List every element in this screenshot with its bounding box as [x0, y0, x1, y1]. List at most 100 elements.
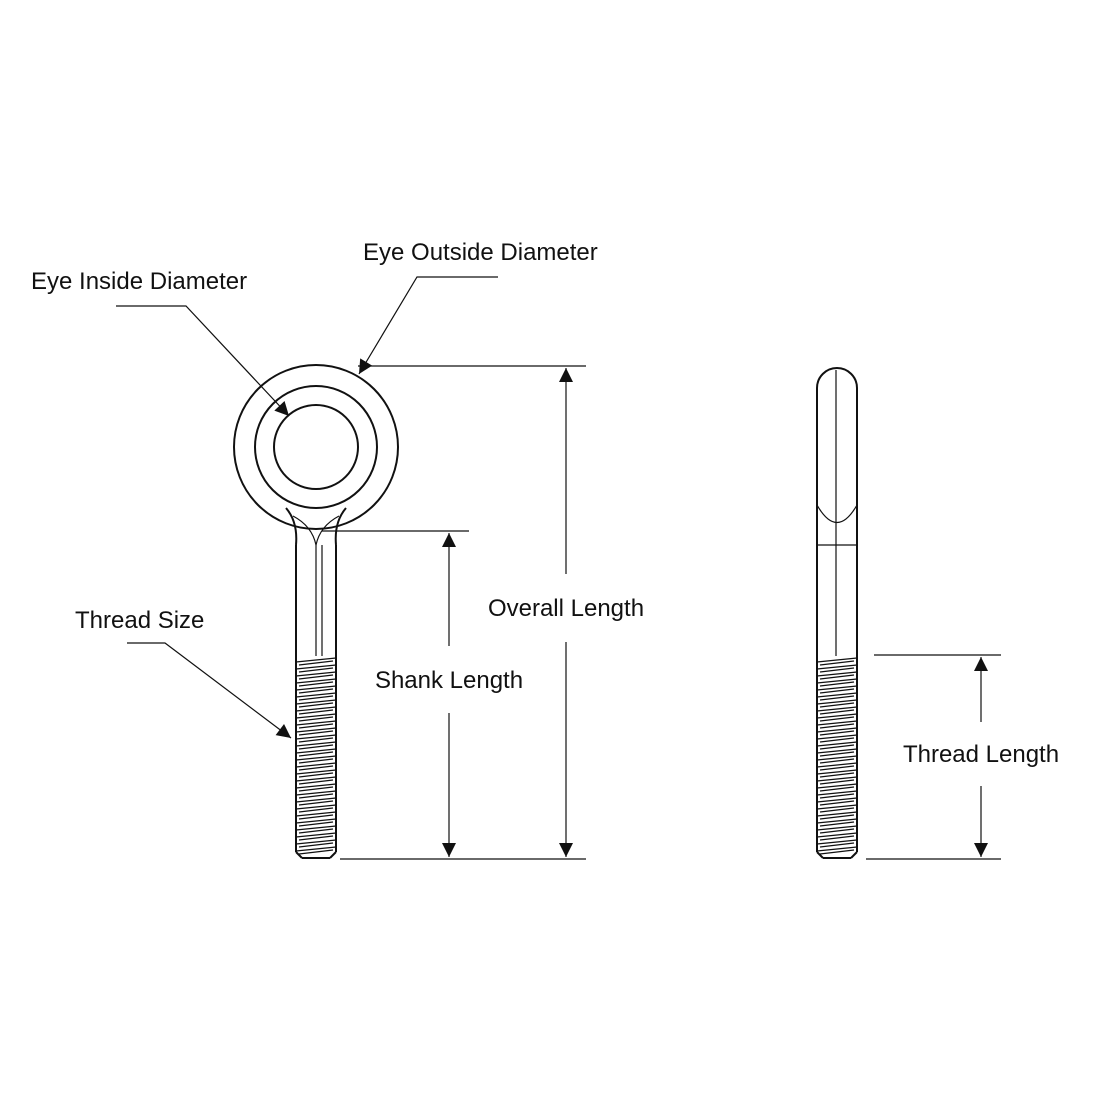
thread-root-line — [819, 737, 855, 743]
thread-crest-line — [816, 762, 858, 768]
side-eye-profile — [816, 367, 858, 545]
thread-root-line — [819, 849, 855, 855]
thread-root-line — [819, 702, 855, 708]
thread-crest-line — [295, 657, 337, 663]
thread-length-label: Thread Length — [903, 741, 1059, 768]
thread-crest-line — [816, 734, 858, 740]
thread-root-line — [819, 779, 855, 785]
thread-root-line — [298, 828, 334, 834]
eye-inside-diameter-leader — [116, 305, 290, 417]
thread-root-line — [298, 814, 334, 820]
thread-size-callout: Thread Size — [75, 607, 292, 739]
thread-crest-line — [816, 706, 858, 712]
thread-crest-line — [295, 839, 337, 845]
thread-crest-line — [816, 832, 858, 838]
thread-root-line — [819, 772, 855, 778]
eye-inside-diameter-callout: Eye Inside Diameter — [31, 268, 290, 417]
eye-outside-diameter-label: Eye Outside Diameter — [363, 239, 598, 266]
threaded-section — [295, 656, 337, 859]
thread-crest-line — [295, 804, 337, 810]
thread-crest-line — [816, 727, 858, 733]
thread-lines — [295, 657, 337, 855]
thread-root-line — [819, 800, 855, 806]
thread-size-label: Thread Size — [75, 607, 204, 634]
eye-outer-ring — [233, 364, 399, 530]
thread-crest-line — [295, 727, 337, 733]
thread-crest-line — [816, 776, 858, 782]
thread-root-line — [819, 807, 855, 813]
thread-root-line — [819, 716, 855, 722]
thread-crest-line — [295, 776, 337, 782]
thread-root-line — [298, 807, 334, 813]
thread-crest-line — [295, 832, 337, 838]
front-view — [233, 364, 399, 859]
thread-root-line — [298, 702, 334, 708]
overall-length-dimension: Overall Length — [340, 365, 644, 860]
thread-root-line — [298, 660, 334, 666]
eye-middle-ring — [254, 385, 378, 509]
thread-crest-line — [816, 790, 858, 796]
thread-root-line — [819, 709, 855, 715]
thread-root-line — [819, 828, 855, 834]
thread-root-line — [819, 695, 855, 701]
thread-crest-line — [295, 706, 337, 712]
thread-crest-line — [295, 797, 337, 803]
thread-root-line — [298, 793, 334, 799]
thread-crest-line — [295, 748, 337, 754]
thread-root-line — [298, 674, 334, 680]
thread-crest-line — [295, 846, 337, 852]
thread-crest-line — [295, 713, 337, 719]
thread-crest-line — [295, 811, 337, 817]
thread-crest-line — [295, 678, 337, 684]
thread-root-line — [298, 779, 334, 785]
eye-inner-ring — [273, 404, 359, 490]
thread-root-line — [819, 674, 855, 680]
thread-crest-line — [816, 657, 858, 663]
thread-crest-line — [816, 664, 858, 670]
thread-crest-line — [295, 769, 337, 775]
thread-length-dimension: Thread Length — [866, 654, 1059, 860]
thread-crest-line — [816, 678, 858, 684]
thread-root-line — [298, 800, 334, 806]
side-thread-lines — [816, 657, 858, 855]
thread-root-line — [298, 709, 334, 715]
thread-crest-line — [816, 797, 858, 803]
thread-root-line — [819, 730, 855, 736]
thread-root-line — [819, 786, 855, 792]
thread-crest-line — [295, 685, 337, 691]
thread-crest-line — [295, 699, 337, 705]
eye-neck — [285, 507, 347, 546]
thread-root-line — [298, 723, 334, 729]
thread-root-line — [819, 821, 855, 827]
thread-crest-line — [816, 713, 858, 719]
side-shank — [816, 545, 858, 656]
eye-inside-diameter-label: Eye Inside Diameter — [31, 268, 247, 295]
thread-root-line — [298, 716, 334, 722]
thread-root-line — [819, 765, 855, 771]
thread-root-line — [819, 835, 855, 841]
eye-outside-diameter-leader — [358, 276, 498, 375]
thread-crest-line — [816, 692, 858, 698]
thread-crest-line — [816, 755, 858, 761]
thread-root-line — [298, 688, 334, 694]
thread-crest-line — [295, 741, 337, 747]
thread-crest-line — [295, 692, 337, 698]
thread-crest-line — [295, 783, 337, 789]
thread-crest-line — [816, 804, 858, 810]
thread-root-line — [819, 842, 855, 848]
thread-root-line — [819, 660, 855, 666]
shank-length-dimension: Shank Length — [322, 530, 523, 857]
thread-root-line — [298, 765, 334, 771]
overall-length-label: Overall Length — [488, 595, 644, 622]
thread-root-line — [819, 758, 855, 764]
shank-length-label: Shank Length — [375, 667, 523, 694]
thread-crest-line — [816, 818, 858, 824]
thread-root-line — [819, 793, 855, 799]
thread-root-line — [298, 849, 334, 855]
thread-crest-line — [295, 790, 337, 796]
thread-root-line — [298, 835, 334, 841]
thread-root-line — [298, 751, 334, 757]
shank-body — [295, 545, 337, 656]
side-threaded-section — [816, 656, 858, 859]
